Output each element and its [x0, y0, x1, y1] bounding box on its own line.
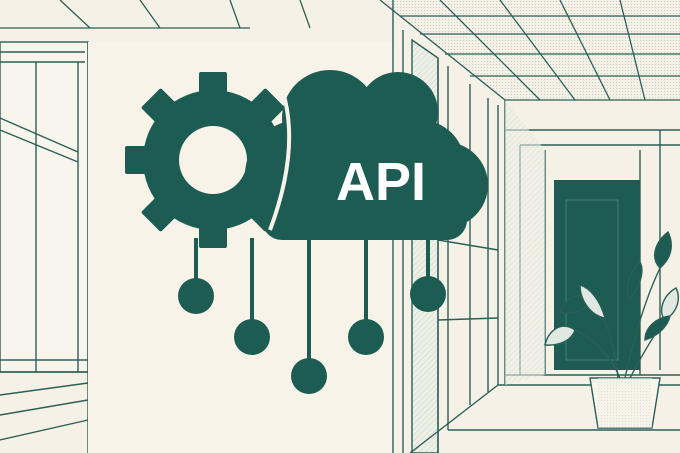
left-ceiling — [0, 0, 311, 29]
plant — [544, 230, 679, 429]
ceiling-grid — [379, 0, 680, 101]
api-label: API — [336, 152, 426, 212]
connectors — [178, 238, 446, 394]
node-2 — [234, 319, 270, 355]
node-3 — [291, 358, 327, 394]
corridor-hatch — [505, 100, 545, 385]
node-4 — [348, 319, 384, 355]
node-5 — [410, 276, 446, 312]
api-logo: API — [125, 70, 488, 394]
door — [554, 180, 640, 370]
cloud-icon — [245, 70, 488, 240]
left-window — [0, 41, 89, 453]
node-1 — [178, 278, 214, 314]
